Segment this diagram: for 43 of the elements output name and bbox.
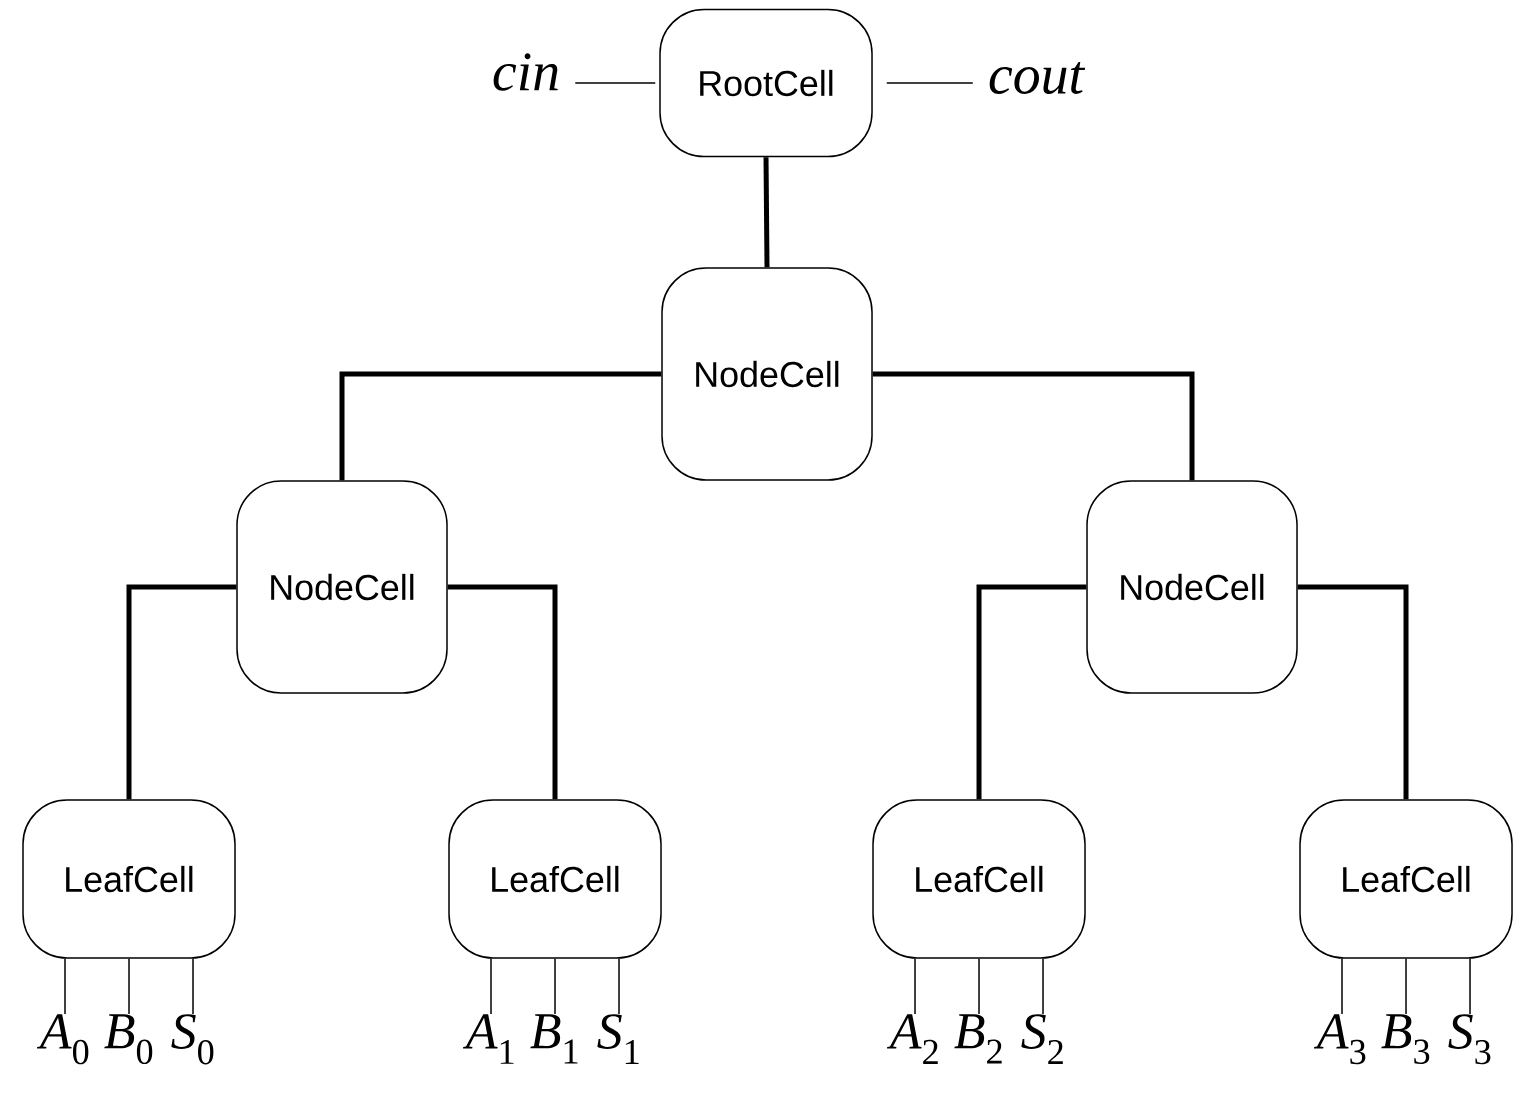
- connector-line: [447, 584, 558, 800]
- signal-label: S$_{1}$: [597, 1014, 639, 1064]
- leader-line: [1405, 958, 1407, 1015]
- cell-box: LeafCell: [1299, 799, 1513, 959]
- connector-line: [126, 584, 237, 800]
- connector-line: [976, 584, 1087, 800]
- signal-label: A$_{0}$: [36, 1014, 89, 1065]
- cell-box: LeafCell: [872, 799, 1086, 959]
- leader-line: [978, 958, 980, 1015]
- leader-line: [1042, 958, 1044, 1015]
- signal-label: A$_{3}$: [1313, 1014, 1366, 1065]
- leader-line: [64, 958, 66, 1015]
- cell-box: LeafCell: [22, 799, 236, 959]
- cell-box: LeafCell: [448, 799, 662, 959]
- signal-label: cout: [989, 62, 1086, 95]
- leader-line: [554, 958, 556, 1015]
- leader-line: [128, 958, 130, 1015]
- connector-line: [1297, 584, 1409, 800]
- leader-line: [574, 82, 656, 84]
- leader-line: [1469, 958, 1471, 1015]
- leader-line: [192, 958, 194, 1015]
- leader-line: [618, 958, 620, 1015]
- cell-box: NodeCell: [661, 267, 873, 481]
- signal-label: S$_{3}$: [1448, 1014, 1491, 1065]
- connector-line: [872, 371, 1195, 481]
- signal-label: B$_{0}$: [104, 1014, 153, 1065]
- connector-line: [763, 157, 770, 268]
- leader-line: [1341, 958, 1343, 1015]
- leader-line: [490, 958, 492, 1015]
- signal-label: B$_{3}$: [1381, 1014, 1430, 1064]
- signal-label: B$_{1}$: [530, 1014, 578, 1064]
- leader-line: [886, 82, 974, 84]
- signal-label: B$_{2}$: [954, 1014, 1002, 1064]
- cell-box: NodeCell: [236, 480, 448, 694]
- signal-label: cin: [493, 53, 558, 91]
- signal-label: A$_{2}$: [886, 1014, 938, 1064]
- cell-box: NodeCell: [1086, 480, 1298, 694]
- signal-label: S$_{2}$: [1021, 1014, 1063, 1064]
- connector-line: [339, 371, 662, 481]
- leader-line: [914, 958, 916, 1015]
- signal-label: S$_{0}$: [171, 1014, 214, 1065]
- signal-label: A$_{1}$: [462, 1014, 514, 1064]
- cell-box: RootCell: [659, 8, 873, 158]
